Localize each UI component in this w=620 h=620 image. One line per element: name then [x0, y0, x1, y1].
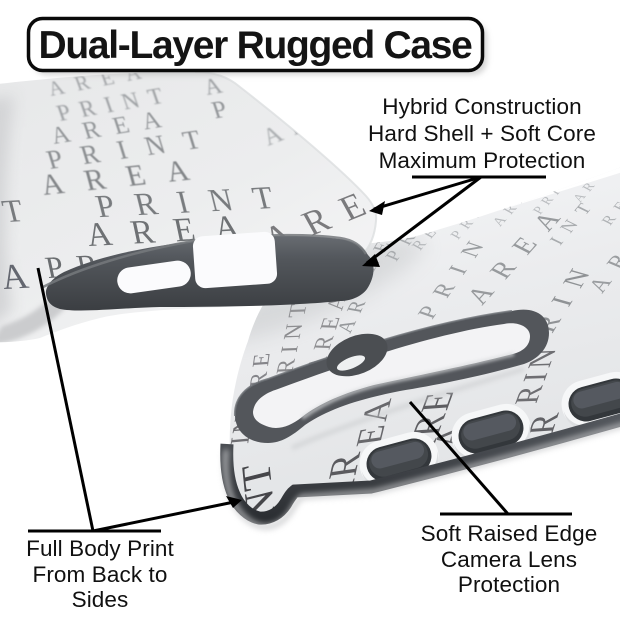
- svg-text:Dual-Layer Rugged Case: Dual-Layer Rugged Case: [38, 24, 472, 67]
- svg-text:From Back to: From Back to: [33, 562, 168, 587]
- svg-text:Soft Raised Edge: Soft Raised Edge: [421, 521, 598, 546]
- svg-text:Full Body Print: Full Body Print: [26, 536, 174, 561]
- svg-text:Camera Lens: Camera Lens: [441, 547, 577, 572]
- svg-text:Hybrid Construction: Hybrid Construction: [382, 94, 581, 119]
- svg-text:Maximum Protection: Maximum Protection: [379, 148, 586, 173]
- svg-text:Protection: Protection: [458, 572, 560, 597]
- svg-text:Sides: Sides: [72, 587, 129, 612]
- svg-text:Hard Shell + Soft Core: Hard Shell + Soft Core: [368, 121, 596, 146]
